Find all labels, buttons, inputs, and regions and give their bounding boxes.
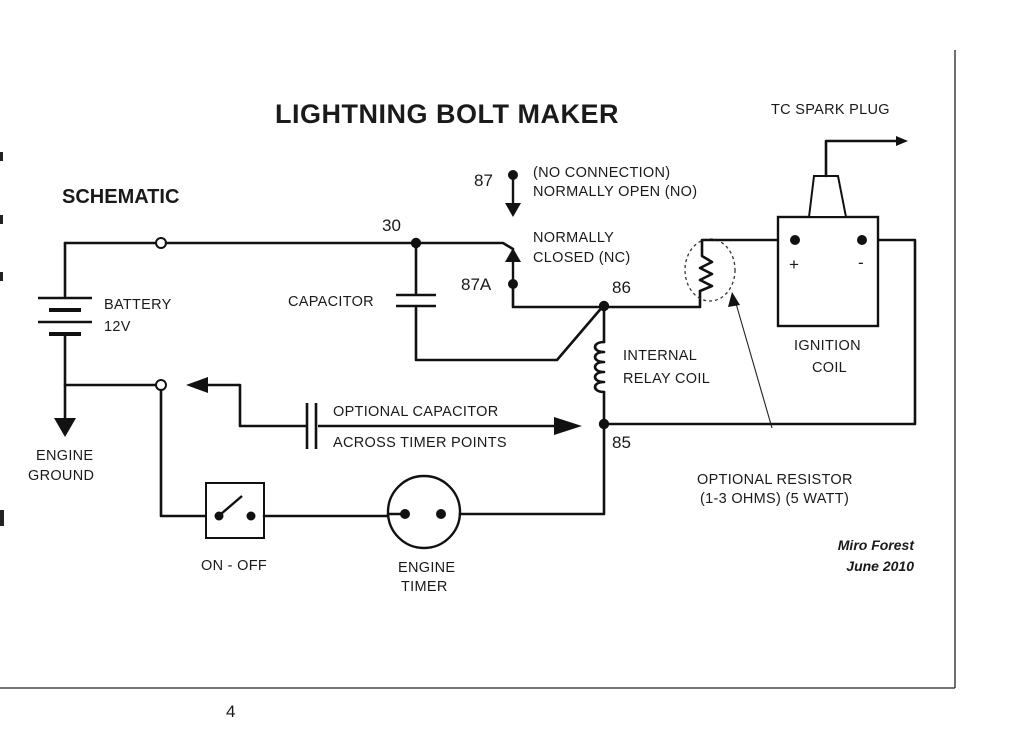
- switch-lever: [220, 495, 243, 515]
- coil-neg-terminal: [857, 235, 867, 245]
- wire-87a-86: [511, 282, 606, 309]
- coil-plus-label: +: [789, 255, 799, 274]
- resistor-pointer: [734, 299, 773, 429]
- margin-mark: [0, 272, 3, 281]
- nc-label-2: CLOSED (NC): [533, 250, 631, 266]
- optional-cap-wire: [238, 383, 308, 428]
- wire-switch-feed: [159, 388, 212, 518]
- credit-date: June 2010: [846, 558, 914, 574]
- engine-ground-label-2: GROUND: [28, 468, 94, 484]
- timer-point: [436, 509, 446, 519]
- coil-pos-terminal: [790, 235, 800, 245]
- pin-87-label: 87: [474, 171, 493, 190]
- engine-timer: [386, 474, 462, 550]
- margin-mark: [0, 510, 4, 526]
- engine-timer-label-2: TIMER: [401, 579, 448, 595]
- wire-spark-plug: [824, 139, 900, 178]
- on-off-switch: [205, 482, 265, 539]
- left-arrow-icon: [186, 377, 208, 393]
- nc-label: NORMALLY: [533, 230, 614, 246]
- resistor-zigzag: [698, 238, 792, 293]
- margin-mark: [0, 152, 3, 161]
- ignition-coil-label-2: COIL: [812, 360, 847, 376]
- switch-contact: [246, 511, 256, 521]
- resistor-pointer-arrow-icon: [728, 292, 740, 307]
- optional-resistor-spec: (1-3 OHMS) (5 WATT): [700, 491, 849, 507]
- nc-contact-arrow-icon: [505, 248, 521, 262]
- wire-86-resistor: [602, 289, 702, 309]
- capacitor-label: CAPACITOR: [288, 294, 374, 310]
- wire-capacitor-86: [414, 303, 606, 362]
- relay-coil-label: INTERNAL: [623, 348, 697, 364]
- credit-author: Miro Forest: [838, 537, 916, 553]
- coil-minus-label: -: [858, 253, 864, 272]
- pin-30-label: 30: [382, 216, 401, 235]
- wire-85-coil-neg: [602, 238, 917, 426]
- right-arrow-icon: [554, 417, 582, 435]
- no-contact-arrow-icon: [505, 203, 521, 217]
- pin-86-label: 86: [612, 278, 631, 297]
- margin-mark: [0, 215, 3, 224]
- relay-coil-label-2: RELAY COIL: [623, 371, 710, 387]
- optional-capacitor-label-2: ACROSS TIMER POINTS: [333, 435, 507, 451]
- wire-timer-85: [458, 422, 606, 516]
- terminal-top: [155, 237, 167, 249]
- spark-plug-arrow-icon: [896, 136, 908, 146]
- optional-capacitor-label: OPTIONAL CAPACITOR: [333, 404, 498, 420]
- optional-resistor-outline: [684, 238, 736, 302]
- pin-87-terminal: [508, 170, 518, 180]
- ground-arrow-icon: [54, 418, 76, 437]
- ignition-coil-label: IGNITION: [794, 338, 861, 354]
- battery-voltage-label: 12V: [104, 319, 131, 335]
- wire-top-rail: [164, 241, 515, 251]
- diagram-title: LIGHTNING BOLT MAKER: [275, 99, 619, 129]
- battery-label: BATTERY: [104, 297, 172, 313]
- terminal-ground: [155, 379, 167, 391]
- diagram-subtitle: SCHEMATIC: [62, 186, 179, 208]
- pin-87a-label: 87A: [461, 275, 492, 294]
- pin-87-note-2: NORMALLY OPEN (NO): [533, 184, 697, 200]
- optional-resistor-label: OPTIONAL RESISTOR: [697, 472, 853, 488]
- pin-85-label: 85: [612, 433, 631, 452]
- switch-label: ON - OFF: [201, 558, 267, 574]
- spark-plug-label: TC SPARK PLUG: [771, 102, 890, 118]
- pin-87-note: (NO CONNECTION): [533, 165, 670, 181]
- relay-coil-winding: [593, 340, 606, 394]
- coil-tower: [807, 175, 848, 218]
- engine-ground-label: ENGINE: [36, 448, 93, 464]
- engine-timer-label: ENGINE: [398, 560, 455, 576]
- page-number: 4: [226, 702, 235, 721]
